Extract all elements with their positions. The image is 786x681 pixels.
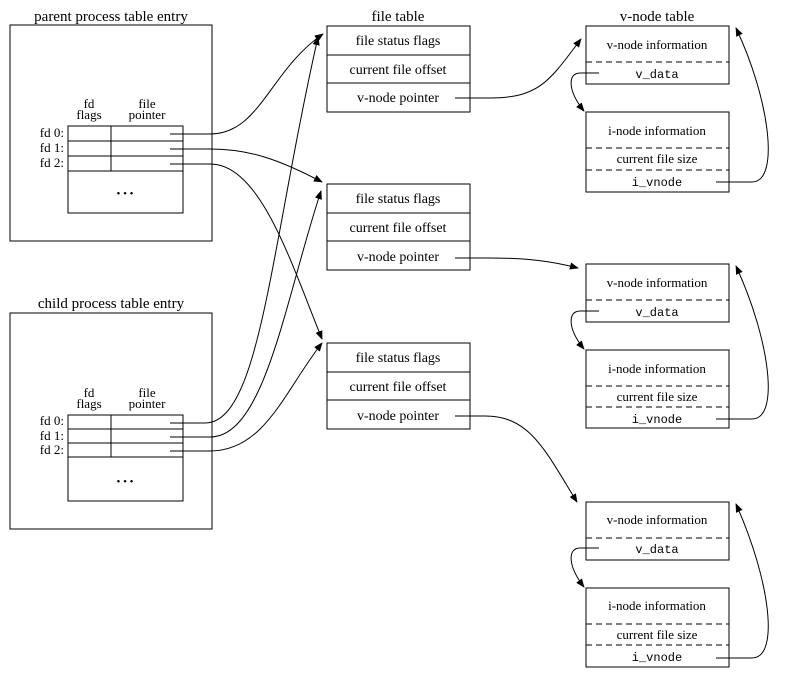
i-vnode: i_vnode: [632, 651, 682, 665]
file-table-title: file table: [372, 9, 425, 25]
vnode-entry-1: v-node information v_data i-node informa…: [585, 25, 730, 193]
child-process-table: child process table entry fd flags file …: [9, 296, 213, 530]
vnode-pointer-arrows: [455, 38, 582, 503]
parent-fd0-label: fd 0:: [40, 125, 64, 140]
parent-col-pointer: pointer: [129, 107, 166, 122]
v-data: v_data: [635, 306, 678, 320]
vdata-arrow-2: [570, 310, 599, 350]
vnode-ptr-arrow-2: [455, 257, 579, 270]
inode-information: i-node information: [608, 361, 706, 376]
ivnode-arrows: [716, 27, 769, 659]
current-file-size: current file size: [617, 389, 698, 404]
parent-ellipsis: • • •: [116, 188, 133, 200]
parent-process-title: parent process table entry: [34, 9, 188, 25]
vnode-entry-3: v-node information v_data i-node informa…: [585, 501, 730, 668]
current-file-offset: current file offset: [350, 63, 447, 78]
child-ellipsis: • • •: [116, 476, 133, 488]
child-col-fd: fd: [84, 385, 95, 400]
inode-information: i-node information: [608, 598, 706, 613]
child-fd1-label: fd 1:: [40, 428, 64, 443]
parent-col-fd: fd: [84, 96, 95, 111]
current-file-size: current file size: [617, 627, 698, 642]
vnode-information: v-node information: [607, 275, 708, 290]
parent-fd1-arrow: [170, 148, 323, 183]
parent-fd2-label: fd 2:: [40, 155, 64, 170]
vdata-arrow-3: [570, 547, 599, 588]
parent-process-table: parent process table entry fd flags file…: [9, 9, 213, 242]
child-fd2-arrow: [170, 342, 323, 452]
parent-col-flags: flags: [76, 107, 101, 122]
vdata-arrow-1: [570, 72, 599, 112]
ivnode-arrow-2: [716, 265, 769, 420]
parent-fd1-label: fd 1:: [40, 140, 64, 155]
current-file-offset: current file offset: [350, 380, 447, 395]
vnode-ptr-arrow-3: [455, 415, 578, 503]
child-col-flags: flags: [76, 396, 101, 411]
file-table-entry-1: file status flags current file offset v-…: [326, 25, 471, 113]
child-fd2-label: fd 2:: [40, 442, 64, 457]
child-col-file: file: [138, 385, 156, 400]
child-fd0-label: fd 0:: [40, 413, 64, 428]
ivnode-arrow-3: [716, 503, 769, 659]
pointer-origin-marks: [170, 133, 183, 452]
child-fd-table: [67, 414, 184, 502]
child-col-pointer: pointer: [129, 396, 166, 411]
current-file-offset: current file offset: [350, 221, 447, 236]
i-vnode: i_vnode: [632, 413, 682, 427]
vnode-information: v-node information: [607, 37, 708, 52]
file-table-entry-2: file status flags current file offset v-…: [326, 183, 471, 271]
file-status-flags: file status flags: [356, 351, 441, 366]
vnode-pointer: v-node pointer: [357, 409, 439, 424]
file-status-flags: file status flags: [356, 34, 441, 49]
parent-fd-arrows: [170, 33, 324, 340]
file-status-flags: file status flags: [356, 192, 441, 207]
v-data: v_data: [635, 543, 678, 557]
vnode-table-title: v-node table: [620, 9, 695, 25]
vnode-pointer: v-node pointer: [357, 91, 439, 106]
vnode-ptr-arrow-1: [455, 38, 582, 99]
child-fd-arrows: [170, 36, 323, 452]
ivnode-arrow-1: [716, 27, 769, 183]
vdata-arrows: [570, 72, 599, 588]
v-data: v_data: [635, 68, 678, 82]
child-fd0-arrow: [170, 36, 320, 424]
current-file-size: current file size: [617, 151, 698, 166]
parent-fd0-arrow: [170, 33, 324, 135]
child-fd1-arrow: [170, 190, 322, 438]
parent-fd2-arrow: [170, 163, 323, 340]
parent-col-file: file: [138, 96, 156, 111]
child-process-title: child process table entry: [38, 296, 185, 312]
vnode-entry-2: v-node information v_data i-node informa…: [585, 263, 730, 429]
inode-information: i-node information: [608, 123, 706, 138]
vnode-pointer: v-node pointer: [357, 250, 439, 265]
vnode-information: v-node information: [607, 512, 708, 527]
i-vnode: i_vnode: [632, 176, 682, 190]
file-table-entry-3: file status flags current file offset v-…: [326, 342, 471, 430]
